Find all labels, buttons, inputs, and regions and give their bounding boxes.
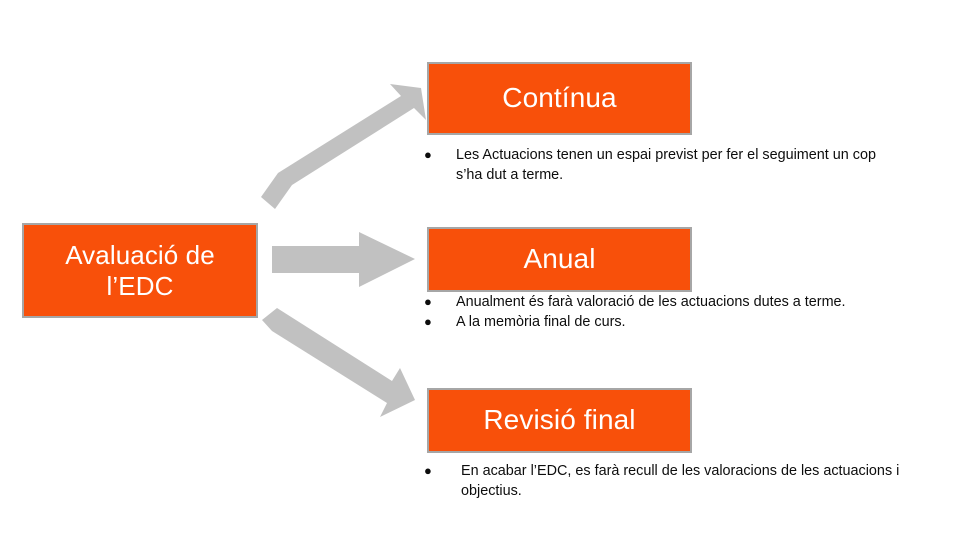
- bullet-dot-icon: ●: [424, 313, 432, 329]
- bullet-list-continua: ● Les Actuacions tenen un espai previst …: [424, 146, 894, 186]
- arrow-right-icon: [272, 232, 415, 287]
- bullet-list-anual: ● Anualment és farà valoració de les act…: [424, 293, 924, 333]
- bullet-text: Les Actuacions tenen un espai previst pe…: [456, 147, 876, 183]
- bullet-dot-icon: ●: [424, 463, 432, 478]
- arrow-down-right-icon: [262, 308, 415, 417]
- source-box-avaluacio-edc[interactable]: Avaluació de l’EDC: [22, 223, 258, 318]
- branch-box-continua[interactable]: Contínua: [427, 62, 692, 135]
- bullet-text: A la memòria final de curs.: [456, 313, 626, 330]
- arrow-up-right-icon: [261, 84, 426, 209]
- list-item: ● A la memòria final de curs.: [424, 313, 924, 333]
- branch-box-revisio-final[interactable]: Revisió final: [427, 388, 692, 453]
- list-item: ● Anualment és farà valoració de les act…: [424, 293, 924, 313]
- bullet-list-revisio-final: ● En acabar l’EDC, es farà recull de les…: [424, 462, 924, 502]
- list-item: ● En acabar l’EDC, es farà recull de les…: [424, 462, 924, 502]
- bullet-dot-icon: ●: [424, 147, 432, 162]
- bullet-dot-icon: ●: [424, 294, 432, 309]
- bullet-text: Anualment és farà valoració de les actua…: [456, 294, 846, 310]
- list-item: ● Les Actuacions tenen un espai previst …: [424, 146, 894, 186]
- branch-box-anual[interactable]: Anual: [427, 227, 692, 292]
- bullet-text: En acabar l’EDC, es farà recull de les v…: [461, 463, 900, 499]
